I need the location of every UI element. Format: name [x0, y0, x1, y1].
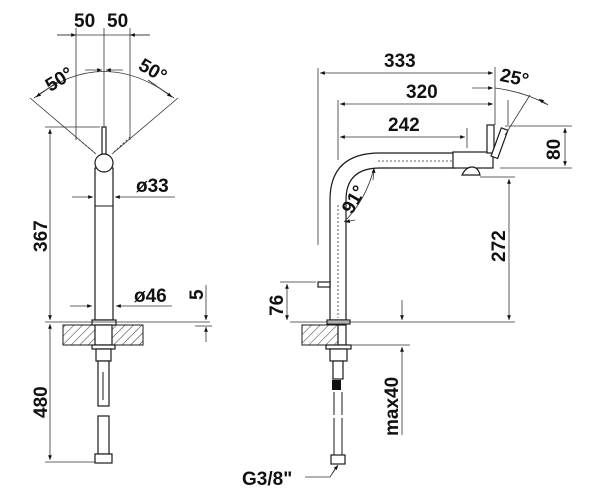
- faucet-body-front: [62, 126, 144, 464]
- dimension-reach-total: 333: [317, 51, 496, 245]
- connection-label: G3/8": [242, 469, 292, 490]
- angle-left-label: 50°: [42, 63, 77, 96]
- width-right-label: 50: [107, 11, 128, 32]
- dimension-height: 367: [31, 126, 100, 320]
- spout: [301, 124, 509, 465]
- width-left-label: 50: [74, 11, 95, 32]
- counter-thickness-label: max40: [382, 377, 403, 436]
- reach-total-label: 333: [384, 51, 416, 72]
- angle-right-label: 50°: [135, 55, 170, 88]
- dimension-head-height: 80: [500, 125, 572, 169]
- body-diameter-label: ø33: [136, 176, 169, 197]
- reach-head-label: 242: [388, 115, 420, 136]
- dimension-lever-height: 76: [267, 281, 316, 320]
- dimension-reach-spout: 320: [337, 82, 509, 160]
- lever-height-label: 76: [267, 295, 288, 316]
- base-height-label: 5: [187, 289, 208, 300]
- dimension-base-diameter: ø46: [70, 286, 172, 308]
- head-height-label: 80: [544, 139, 565, 160]
- dimension-counter-thickness: max40: [290, 300, 515, 436]
- dimension-hose-length: 480: [31, 321, 210, 463]
- side-lever: [317, 281, 331, 288]
- reach-spout-label: 320: [406, 82, 438, 103]
- spray-head: [452, 151, 494, 169]
- dimension-clearance: 272: [480, 176, 515, 320]
- dimension-width: 50 50: [57, 11, 150, 140]
- callout-connection: G3/8": [242, 464, 339, 490]
- dimension-body-diameter: ø33: [72, 176, 175, 199]
- dimension-base-height: 5: [187, 285, 212, 342]
- height-label: 367: [31, 220, 52, 252]
- dimension-head-angle: 25°: [472, 65, 549, 136]
- base-diameter-label: ø46: [134, 286, 167, 307]
- side-view: 333 320 242 25° 80: [242, 51, 572, 490]
- head-lever: [486, 124, 495, 154]
- clearance-label: 272: [489, 230, 510, 262]
- hose-length-label: 480: [31, 386, 52, 418]
- head-angle-label: 25°: [498, 65, 530, 92]
- lever-handle: [101, 126, 107, 158]
- front-view: 50 50 50° 50°: [29, 11, 212, 464]
- countertop-section-side: [301, 324, 339, 346]
- dimension-reach-head: 242: [340, 115, 468, 148]
